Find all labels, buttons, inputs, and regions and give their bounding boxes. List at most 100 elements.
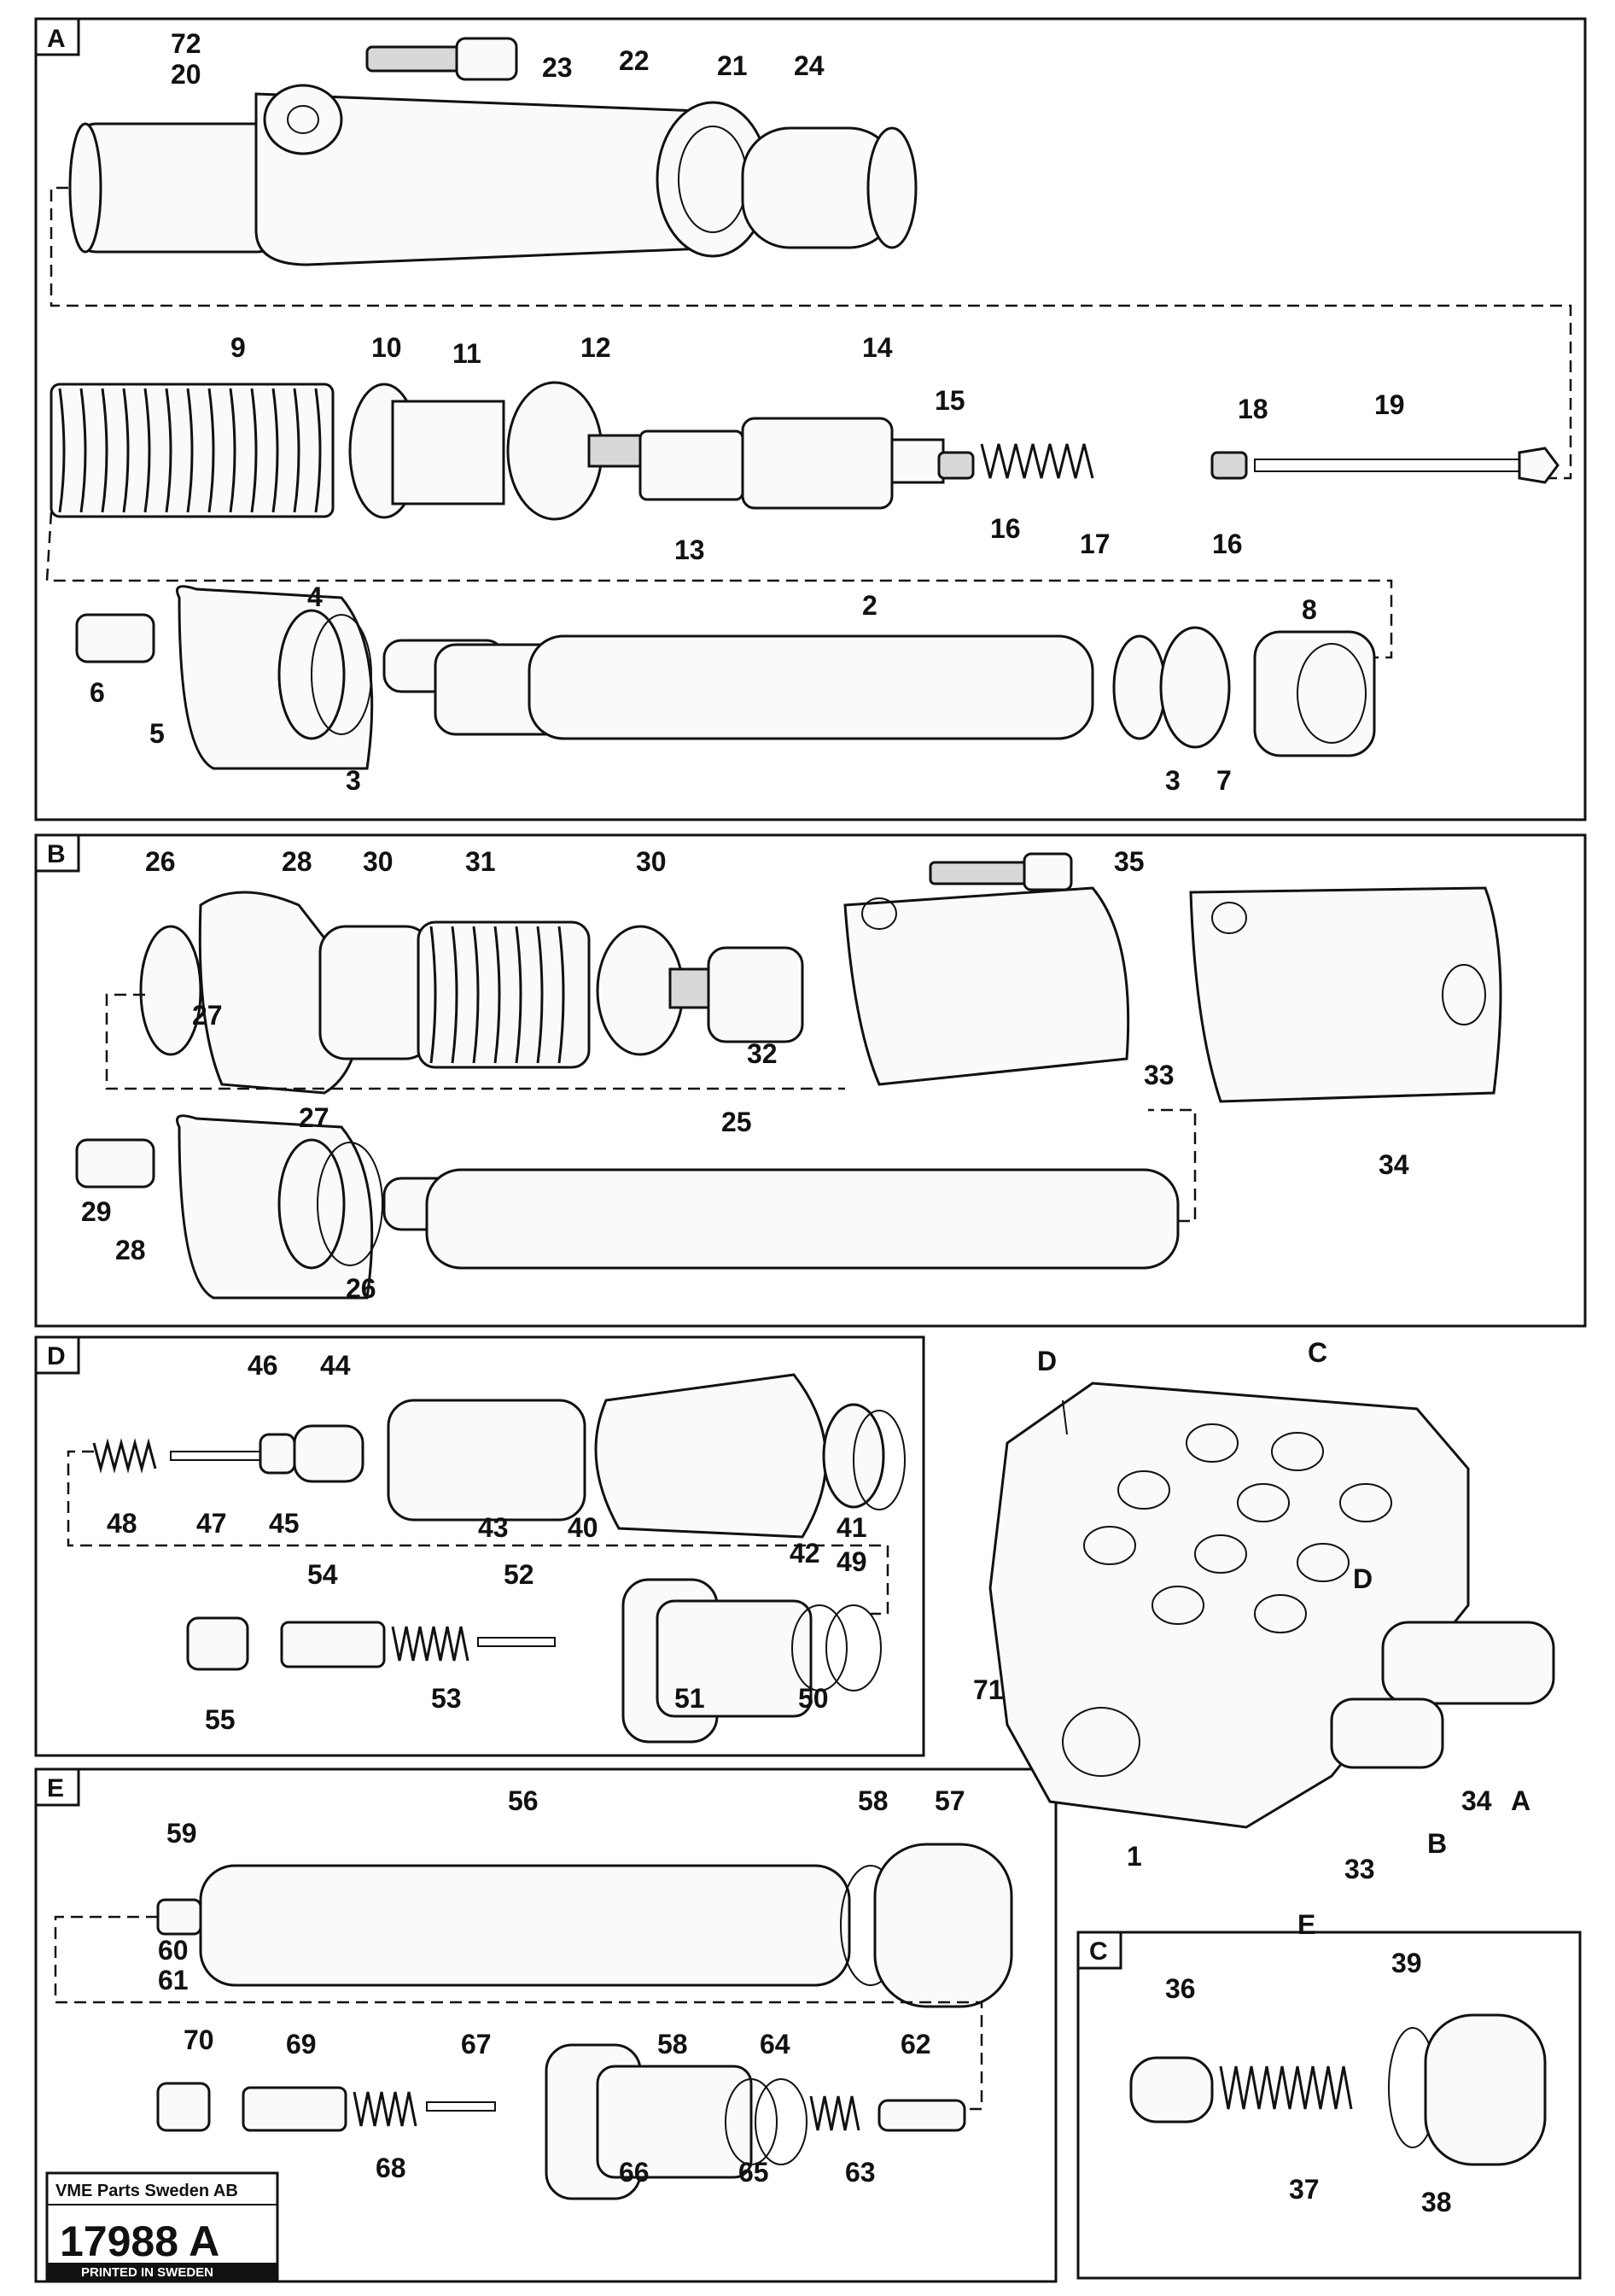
callout-d-42: 42 <box>790 1538 820 1569</box>
panel-d-tag: D <box>47 1342 66 1370</box>
callout-b-35: 35 <box>1114 846 1145 877</box>
callout-a-24: 24 <box>794 50 825 81</box>
main-spool-row <box>75 585 1376 770</box>
callout-e-58: 58 <box>858 1785 889 1816</box>
callout-e-59: 59 <box>166 1818 197 1849</box>
panel-a: A <box>34 17 1587 821</box>
callout-block-1: 1 <box>1127 1841 1142 1872</box>
callout-a-12: 12 <box>580 332 611 363</box>
callout-block-33: 33 <box>1344 1854 1375 1884</box>
callout-d-52: 52 <box>504 1559 534 1590</box>
callout-d-46: 46 <box>248 1350 278 1381</box>
callout-c-36: 36 <box>1165 1973 1196 2004</box>
callout-a-15: 15 <box>935 385 965 416</box>
valve-block <box>988 1382 1555 1829</box>
callout-d-50: 50 <box>798 1683 829 1714</box>
callout-a-22: 22 <box>619 45 650 76</box>
callout-b-31: 31 <box>465 846 496 877</box>
callout-a-14: 14 <box>862 332 893 363</box>
callout-a-10: 10 <box>371 332 402 363</box>
callout-b-28: 28 <box>282 846 312 877</box>
panel-d: D <box>34 1335 925 1757</box>
callout-a-21: 21 <box>717 50 748 81</box>
callout-a-3: 3 <box>346 765 361 796</box>
callout-e-64: 64 <box>760 2029 790 2059</box>
callout-d-40: 40 <box>568 1512 598 1543</box>
callout-e-57: 57 <box>935 1785 965 1816</box>
callout-e-62: 62 <box>901 2029 931 2059</box>
callout-b-25: 25 <box>721 1107 752 1137</box>
callout-a-7: 7 <box>1216 765 1232 796</box>
callout-block-71: 71 <box>973 1674 1004 1705</box>
panel-a-tag: A <box>47 25 66 53</box>
panel-e-tag: E <box>47 1774 64 1802</box>
callout-a-13: 13 <box>674 535 705 565</box>
callout-block-a: A <box>1511 1785 1530 1816</box>
callout-c-39: 39 <box>1391 1948 1422 1978</box>
callout-b-34: 34 <box>1379 1149 1409 1180</box>
callout-e-60: 60 <box>158 1935 189 1966</box>
callout-d-49: 49 <box>837 1546 867 1577</box>
callout-a-11: 11 <box>452 338 481 369</box>
callout-d-45: 45 <box>269 1508 300 1539</box>
callout-e-61: 61 <box>158 1965 189 1995</box>
callout-block-c: C <box>1308 1337 1327 1368</box>
stamp: VME Parts Sweden AB 17988 A PRINTED IN S… <box>45 2171 279 2281</box>
callout-a-16: 16 <box>1212 529 1243 559</box>
callout-b-27: 27 <box>299 1102 329 1133</box>
callout-c-38: 38 <box>1421 2187 1452 2217</box>
callout-a-72: 72 <box>171 28 201 59</box>
panel-b-tag: B <box>47 840 66 868</box>
callout-block-34: 34 <box>1461 1785 1492 1816</box>
callout-a-6: 6 <box>90 677 105 708</box>
callout-a-9: 9 <box>230 332 246 363</box>
callout-b-32: 32 <box>747 1038 778 1069</box>
callout-c-37: 37 <box>1289 2174 1320 2205</box>
callout-b-27: 27 <box>192 1000 223 1031</box>
callout-d-43: 43 <box>478 1512 509 1543</box>
callout-e-70: 70 <box>184 2024 214 2055</box>
callout-block-b: B <box>1427 1828 1447 1859</box>
panel-e: E <box>34 1767 1058 2283</box>
callout-e-66: 66 <box>619 2157 650 2188</box>
callout-d-55: 55 <box>205 1704 236 1735</box>
callout-e-68: 68 <box>376 2153 406 2183</box>
callout-b-29: 29 <box>81 1196 112 1227</box>
panel-c: C <box>1076 1931 1582 2280</box>
callout-e-69: 69 <box>286 2029 317 2059</box>
callout-a-18: 18 <box>1238 394 1268 424</box>
callout-b-30: 30 <box>363 846 394 877</box>
callout-a-19: 19 <box>1374 389 1405 420</box>
callout-e-63: 63 <box>845 2157 876 2188</box>
callout-a-8: 8 <box>1302 594 1317 625</box>
callout-block-d: D <box>1353 1563 1373 1594</box>
stamp-printed: PRINTED IN SWEDEN <box>81 2265 213 2280</box>
callout-a-20: 20 <box>171 59 201 90</box>
callout-a-5: 5 <box>149 718 165 749</box>
panel-c-tag: C <box>1089 1937 1108 1966</box>
callout-b-28: 28 <box>115 1235 146 1265</box>
callout-a-17: 17 <box>1080 529 1111 559</box>
cylinder-cover-assembly <box>50 37 1572 480</box>
callout-a-16: 16 <box>990 513 1021 544</box>
callout-b-26: 26 <box>346 1273 376 1304</box>
callout-e-56: 56 <box>508 1785 539 1816</box>
stamp-number: 17988 A <box>60 2217 219 2265</box>
callout-e-58: 58 <box>657 2029 688 2059</box>
callout-d-44: 44 <box>320 1350 351 1381</box>
callout-a-3: 3 <box>1165 765 1181 796</box>
spring-spool-row <box>45 381 1560 659</box>
callout-d-41: 41 <box>837 1512 867 1543</box>
callout-b-33: 33 <box>1144 1060 1175 1090</box>
callout-e-67: 67 <box>461 2029 492 2059</box>
callout-d-51: 51 <box>674 1683 705 1714</box>
panel-b: B <box>34 833 1587 1328</box>
callout-b-26: 26 <box>145 846 176 877</box>
callout-a-23: 23 <box>542 52 573 83</box>
callout-a-4: 4 <box>307 581 323 612</box>
callout-d-48: 48 <box>107 1508 137 1539</box>
callout-e-65: 65 <box>738 2157 769 2188</box>
callout-block-d: D <box>1037 1346 1057 1376</box>
